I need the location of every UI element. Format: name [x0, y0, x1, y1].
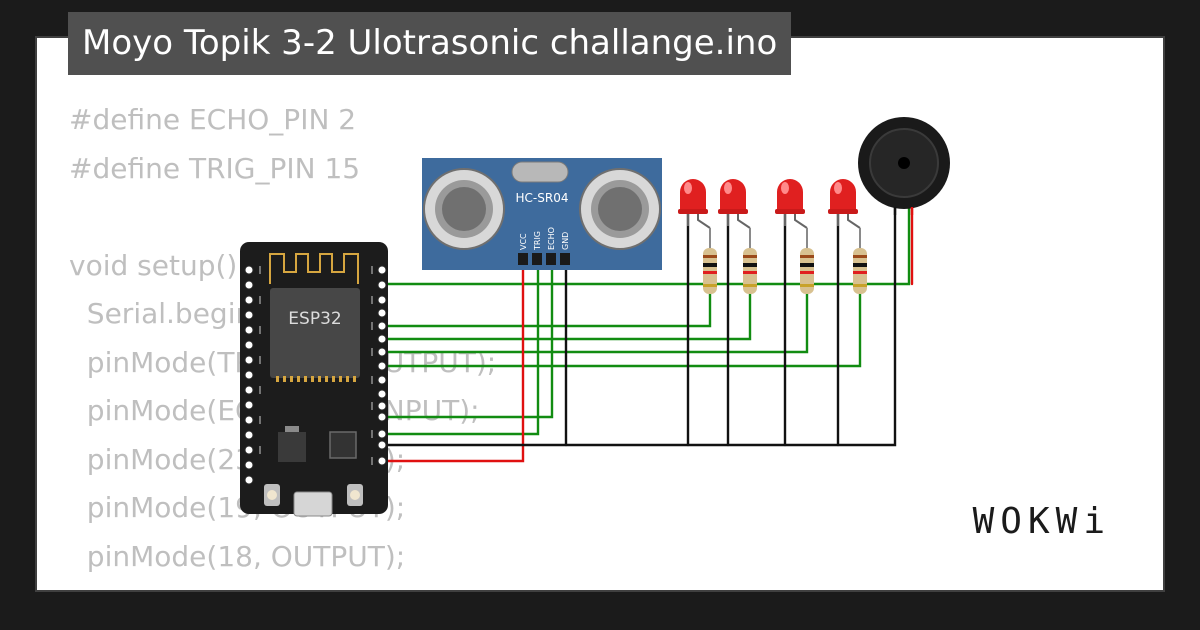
usb-chip: [329, 431, 357, 459]
led: [775, 179, 808, 229]
resistor: [853, 228, 867, 294]
sensor-pins: [518, 253, 570, 265]
antenna-trace: [269, 253, 359, 284]
wire-led2: [383, 292, 752, 341]
code-line: #define ECHO_PIN 2: [69, 103, 357, 136]
wire-echo: [383, 262, 554, 419]
svg-text:VCC: VCC: [519, 233, 528, 250]
svg-text:GND: GND: [561, 232, 570, 250]
circuit-diagram: ESP32: [240, 117, 950, 517]
wire-vcc: [383, 262, 525, 463]
resistor-group[interactable]: [703, 228, 867, 294]
esp32-board[interactable]: ESP32: [240, 242, 388, 517]
esp32-label: ESP32: [288, 309, 341, 329]
wire-gnd-main: [383, 206, 897, 447]
svg-text:TRIG: TRIG: [533, 231, 542, 251]
esp32-module: [270, 288, 360, 378]
wokwi-logo: WOKWi: [972, 501, 1111, 542]
silkscreen-marks: [259, 266, 373, 465]
wire-led1: [383, 292, 712, 328]
svg-text:ECHO: ECHO: [547, 227, 556, 250]
pin-header-left: [244, 265, 254, 485]
module-pads: [276, 376, 356, 382]
project-title: Moyo Topik 3-2 Ulotrasonic challange.ino: [68, 12, 792, 75]
resistor: [800, 228, 814, 294]
led: [718, 179, 751, 229]
wire-buzzer-signal: [383, 206, 911, 286]
resistor: [703, 228, 717, 294]
buzzer[interactable]: [858, 117, 950, 215]
hc-sr04-sensor[interactable]: HC-SR04 VCC TRIG ECHO GND: [422, 158, 662, 270]
diagram-canvas[interactable]: #define ECHO_PIN 2#define TRIG_PIN 15 vo…: [35, 36, 1165, 592]
led: [678, 179, 711, 229]
wire-trig: [383, 262, 540, 436]
led: [828, 179, 861, 229]
code-line: pinMode(5, OUTPUT);: [69, 581, 496, 590]
wire-led3: [383, 292, 809, 354]
wire-layer: [383, 206, 914, 463]
voltage-regulator: [278, 432, 306, 462]
code-line: pinMode(18, OUTPUT);: [69, 539, 406, 573]
code-line: #define TRIG_PIN 15: [69, 151, 361, 185]
sensor-pin-labels: VCC TRIG ECHO GND: [519, 227, 570, 251]
pin-header-right: [377, 265, 387, 466]
sensor-label: HC-SR04: [516, 191, 569, 205]
resistor: [743, 228, 757, 294]
usb-port: [293, 491, 333, 517]
led-group[interactable]: [678, 179, 861, 229]
wire-led4: [383, 292, 862, 368]
